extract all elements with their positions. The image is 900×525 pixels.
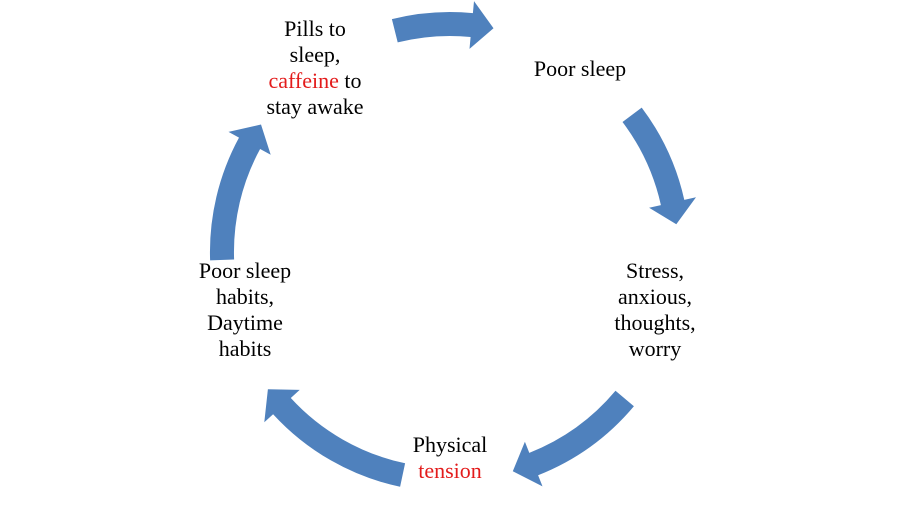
cycle-arrow-stress-to-tension: [512, 390, 634, 487]
highlighted-text: tension: [418, 458, 482, 483]
node-text-line: anxious,: [580, 284, 730, 310]
node-text-line: thoughts,: [580, 310, 730, 336]
node-poor-sleep: Poor sleep: [500, 56, 660, 82]
cycle-arrow-pills-to-poor: [391, 1, 494, 49]
text-run: Pills to: [284, 16, 346, 41]
node-text-line: Stress,: [580, 258, 730, 284]
node-text-line: Poor sleep: [500, 56, 660, 82]
text-run: Physical: [412, 432, 488, 457]
node-text-line: habits,: [170, 284, 320, 310]
cycle-arrow-poor-to-stress: [622, 107, 696, 225]
text-run: worry: [628, 336, 682, 361]
node-text-line: stay awake: [240, 94, 390, 120]
node-text-line: Pills to: [240, 16, 390, 42]
text-run: sleep,: [289, 42, 341, 67]
node-text-line: Physical: [370, 432, 530, 458]
node-text-line: caffeine to: [240, 68, 390, 94]
text-run: thoughts,: [614, 310, 696, 335]
node-stress-worry: Stress,anxious,thoughts,worry: [580, 258, 730, 362]
node-text-line: worry: [580, 336, 730, 362]
node-text-line: sleep,: [240, 42, 390, 68]
text-run: to: [338, 68, 362, 93]
cycle-arrow-habits-to-pills: [209, 124, 271, 261]
node-text-line: Daytime: [170, 310, 320, 336]
text-run: Poor sleep: [198, 258, 292, 283]
text-run: Poor sleep: [533, 56, 627, 81]
text-run: Daytime: [207, 310, 283, 335]
node-text-line: tension: [370, 458, 530, 484]
text-run: habits: [218, 336, 272, 361]
cycle-arrow-tension-to-habits: [264, 389, 406, 487]
text-run: anxious,: [618, 284, 692, 309]
text-run: habits,: [215, 284, 275, 309]
highlighted-text: caffeine: [268, 68, 339, 93]
node-text-line: Poor sleep: [170, 258, 320, 284]
node-text-line: habits: [170, 336, 320, 362]
text-run: Stress,: [625, 258, 685, 283]
text-run: stay awake: [266, 94, 364, 119]
